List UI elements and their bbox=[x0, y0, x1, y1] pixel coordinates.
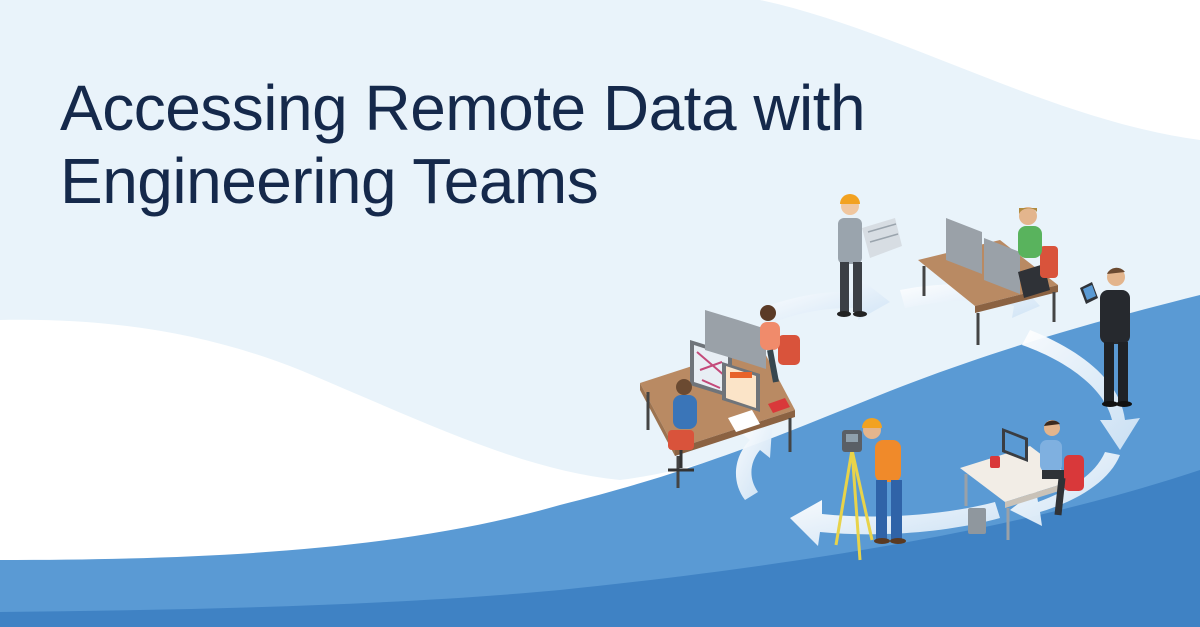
analyst-person bbox=[760, 305, 800, 383]
light-blue-wave bbox=[0, 0, 1200, 480]
designer-person bbox=[1018, 207, 1058, 278]
arrow-top-icon bbox=[770, 280, 890, 322]
cad-operator-person bbox=[668, 379, 697, 472]
manager-with-tablet-person bbox=[1080, 267, 1132, 407]
arrow-left-icon bbox=[735, 428, 772, 500]
cycle-arrows bbox=[735, 280, 1140, 546]
title-line-2: Engineering Teams bbox=[60, 144, 599, 217]
surveyor-person bbox=[834, 418, 906, 561]
arrow-bottom-right-icon bbox=[1010, 452, 1120, 526]
page-title: Accessing Remote Data with Engineering T… bbox=[60, 72, 866, 218]
arrow-right-icon bbox=[1022, 330, 1140, 450]
developer-workstation bbox=[960, 420, 1084, 540]
title-line-1: Accessing Remote Data with bbox=[60, 72, 866, 144]
deep-blue-wave bbox=[0, 470, 1200, 627]
engineer-with-plans-person bbox=[837, 194, 902, 317]
workstation-desk-right bbox=[918, 218, 1058, 345]
